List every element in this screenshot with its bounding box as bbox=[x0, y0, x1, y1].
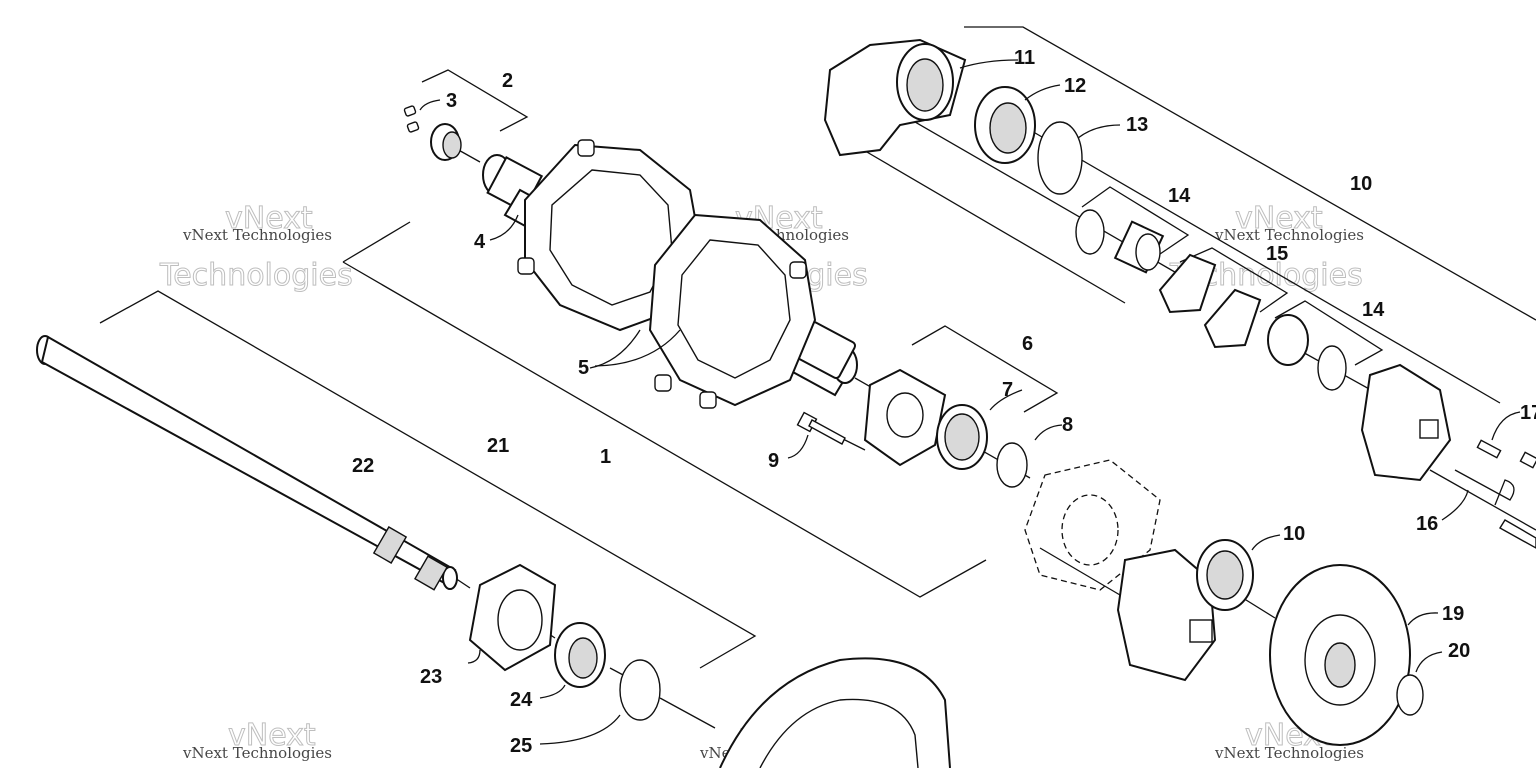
part-20-snap-ring bbox=[1396, 674, 1424, 716]
part-8-snap-ring bbox=[996, 442, 1028, 488]
axis-line bbox=[659, 697, 716, 729]
callout-16: 16 bbox=[1416, 513, 1438, 535]
part-13-snap-ring bbox=[1037, 121, 1083, 195]
callout-19: 19 bbox=[1442, 603, 1464, 625]
part-16-pin bbox=[1454, 469, 1515, 506]
callout-14-bottom: 14 bbox=[1362, 299, 1385, 321]
callout-labels: 1 2 3 4 5 6 7 8 9 10 10 11 12 13 14 14 1… bbox=[352, 47, 1536, 757]
watermark-text: vNext Technologies bbox=[182, 744, 332, 762]
callout-5: 5 bbox=[578, 357, 589, 379]
part-19-brake-disc bbox=[1269, 564, 1411, 746]
bracket-10-top bbox=[964, 26, 1536, 321]
leader-lines bbox=[419, 59, 1521, 745]
callout-24: 24 bbox=[510, 689, 533, 711]
callout-4: 4 bbox=[474, 231, 486, 253]
watermark-text: vNext Technologies bbox=[1214, 226, 1364, 244]
bracket-21 bbox=[99, 290, 757, 669]
part-23-flange bbox=[468, 563, 557, 672]
watermark-text: vNext Technologies bbox=[1214, 744, 1364, 762]
axis-line bbox=[1029, 129, 1501, 404]
part-10-caliper-bottom bbox=[1116, 539, 1254, 682]
part-22-axle-shaft bbox=[36, 335, 458, 591]
bracket-6 bbox=[911, 325, 1059, 413]
bracket-14-top bbox=[1081, 186, 1190, 255]
watermark-outline-vnext: vNext bbox=[225, 201, 313, 236]
watermark-text: vNext Technologies bbox=[182, 226, 332, 244]
callout-1: 1 bbox=[600, 446, 611, 468]
axis-line bbox=[859, 147, 1126, 304]
part-14-rings-bottom bbox=[1267, 314, 1347, 391]
bracket-1-top bbox=[342, 221, 411, 263]
watermark-outline-vnext: vNext bbox=[228, 718, 316, 753]
callout-7: 7 bbox=[1002, 379, 1013, 401]
assembly-brackets bbox=[99, 26, 1536, 669]
callout-10-top: 10 bbox=[1350, 173, 1372, 195]
callout-11: 11 bbox=[1014, 47, 1035, 69]
part-12-bearing bbox=[974, 86, 1036, 164]
part-15-brake-pads bbox=[1158, 253, 1262, 349]
part-9-bolt bbox=[796, 411, 846, 445]
bracket-14-bottom bbox=[1274, 300, 1384, 366]
axis-line bbox=[1429, 469, 1536, 531]
part-wheel-partial bbox=[719, 657, 951, 768]
watermark-outline-technologies: Technologies bbox=[159, 258, 353, 293]
part-3-clips bbox=[403, 105, 420, 133]
bracket-1 bbox=[342, 261, 987, 598]
watermark-outline-vnext: vNext bbox=[1235, 201, 1323, 236]
callout-14-top: 14 bbox=[1168, 185, 1191, 207]
callout-25: 25 bbox=[510, 735, 532, 757]
part-17-pin bbox=[1476, 439, 1536, 469]
part-14-rings-top bbox=[1075, 209, 1165, 274]
part-10-caliper-top bbox=[823, 38, 967, 157]
callout-17: 17 bbox=[1520, 402, 1536, 424]
callout-22: 22 bbox=[352, 455, 374, 477]
callout-15: 15 bbox=[1266, 243, 1288, 265]
bracket-2 bbox=[421, 69, 529, 132]
axis-line bbox=[1039, 547, 1121, 596]
callout-6: 6 bbox=[1022, 333, 1033, 355]
callout-2: 2 bbox=[502, 70, 513, 92]
part-7-seal bbox=[936, 404, 988, 470]
bracket-15 bbox=[1179, 247, 1289, 313]
part-6-plate bbox=[863, 368, 947, 467]
callout-3: 3 bbox=[446, 90, 457, 112]
callout-21: 21 bbox=[487, 435, 509, 457]
part-4-5-drive-shaft bbox=[482, 139, 858, 409]
callout-10-bottom: 10 bbox=[1283, 523, 1305, 545]
callout-20: 20 bbox=[1448, 640, 1470, 662]
part-24-bearing bbox=[554, 622, 606, 688]
part-rod-right bbox=[1499, 519, 1536, 549]
callout-12: 12 bbox=[1064, 75, 1086, 97]
part-2-bearing bbox=[430, 123, 462, 161]
callout-9: 9 bbox=[768, 450, 779, 472]
callout-23: 23 bbox=[420, 666, 442, 688]
part-25-snap-ring bbox=[619, 659, 661, 721]
callout-8: 8 bbox=[1062, 414, 1073, 436]
callout-13: 13 bbox=[1126, 114, 1148, 136]
part-right-caliper bbox=[1360, 363, 1452, 482]
